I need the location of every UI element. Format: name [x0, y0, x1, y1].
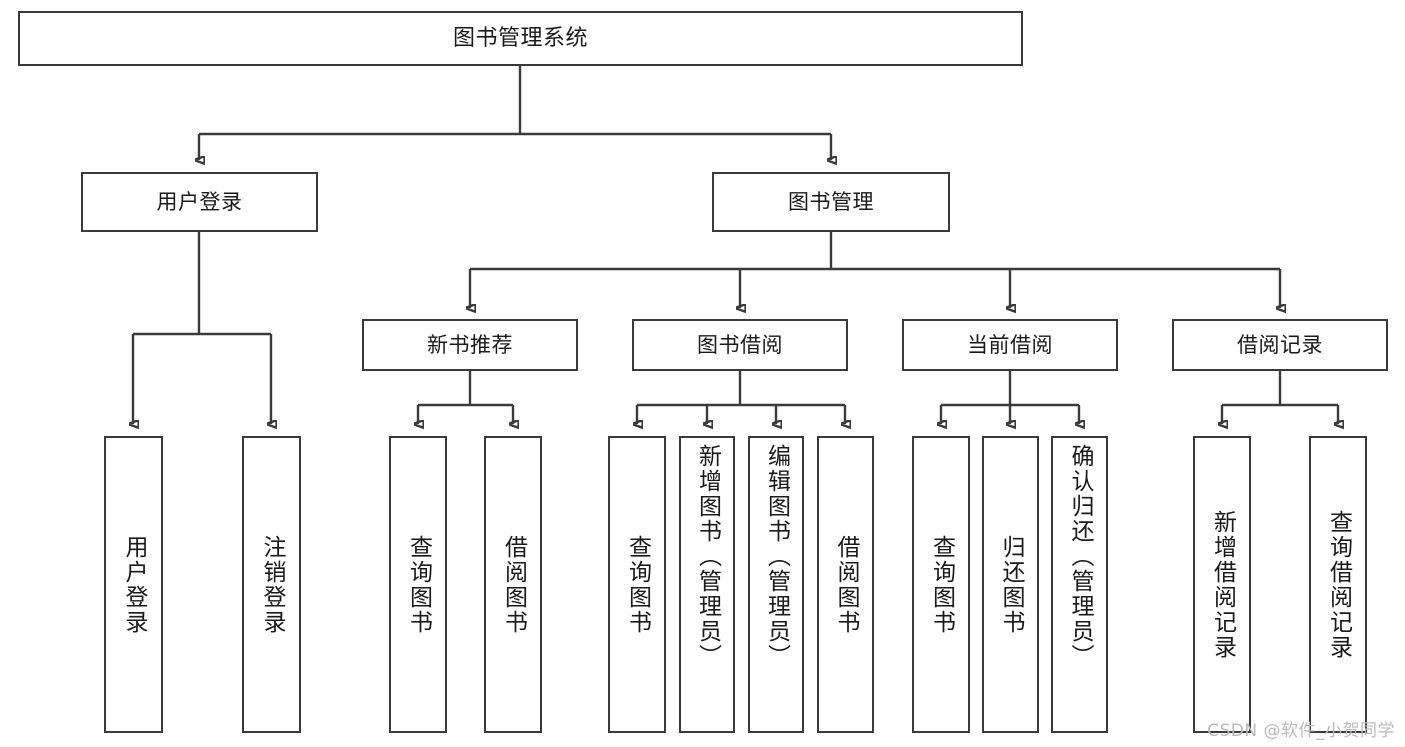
- leaf-query-book-current[interactable]: 查询图书: [912, 436, 970, 733]
- leaf-add-book-admin[interactable]: 新增图书（管理员）: [679, 436, 735, 733]
- leaf-add-borrow-record[interactable]: 新增借阅记录: [1193, 436, 1251, 733]
- leaf-borrow-book-new[interactable]: 借阅图书: [484, 436, 542, 733]
- leaf-borrow-book[interactable]: 借阅图书: [817, 436, 874, 733]
- node-label: 用户登录: [156, 189, 243, 214]
- node-label: 图书管理系统: [452, 25, 588, 51]
- node-label: 查询图书: [624, 534, 651, 635]
- node-label: 注销登录: [259, 534, 285, 635]
- leaf-query-book-new[interactable]: 查询图书: [389, 436, 447, 733]
- leaf-return-book[interactable]: 归还图书: [982, 436, 1039, 733]
- node-book-management-system[interactable]: 图书管理系统: [18, 11, 1023, 66]
- node-label: 用户登录: [121, 534, 147, 635]
- node-label: 查询图书: [405, 534, 432, 635]
- node-book-management[interactable]: 图书管理: [712, 172, 950, 232]
- leaf-query-borrow-record[interactable]: 查询借阅记录: [1309, 436, 1367, 733]
- node-label: 借阅图书: [833, 534, 859, 635]
- leaf-query-book-borrow[interactable]: 查询图书: [608, 436, 666, 733]
- node-label: 查询图书: [928, 534, 955, 635]
- node-user-login[interactable]: 用户登录: [81, 172, 318, 232]
- node-label: 图书管理: [788, 189, 874, 214]
- node-label: 编辑图书（管理员）: [763, 444, 790, 669]
- leaf-edit-book-admin[interactable]: 编辑图书（管理员）: [748, 436, 804, 733]
- node-current-borrow[interactable]: 当前借阅: [902, 319, 1118, 371]
- node-book-borrow[interactable]: 图书借阅: [632, 319, 848, 371]
- leaf-user-logout[interactable]: 注销登录: [242, 436, 301, 733]
- node-label: 图书借阅: [697, 332, 783, 357]
- node-label: 归还图书: [998, 534, 1024, 635]
- node-new-book-recommend[interactable]: 新书推荐: [362, 319, 578, 371]
- node-label: 借阅记录: [1237, 332, 1323, 357]
- csdn-watermark: CSDN @软件_小贺同学: [1207, 721, 1395, 741]
- node-label: 查询借阅记录: [1325, 509, 1352, 660]
- leaf-user-login[interactable]: 用户登录: [104, 436, 163, 733]
- node-label: 借阅图书: [500, 534, 527, 635]
- node-label: 新增借阅记录: [1209, 509, 1236, 660]
- leaf-confirm-return-admin[interactable]: 确认归还（管理员）: [1051, 436, 1108, 733]
- node-label: 确认归还（管理员）: [1067, 444, 1093, 669]
- node-label: 新增图书（管理员）: [694, 444, 721, 669]
- node-label: 当前借阅: [967, 332, 1053, 357]
- node-label: 新书推荐: [427, 332, 513, 357]
- node-borrow-record[interactable]: 借阅记录: [1172, 319, 1388, 371]
